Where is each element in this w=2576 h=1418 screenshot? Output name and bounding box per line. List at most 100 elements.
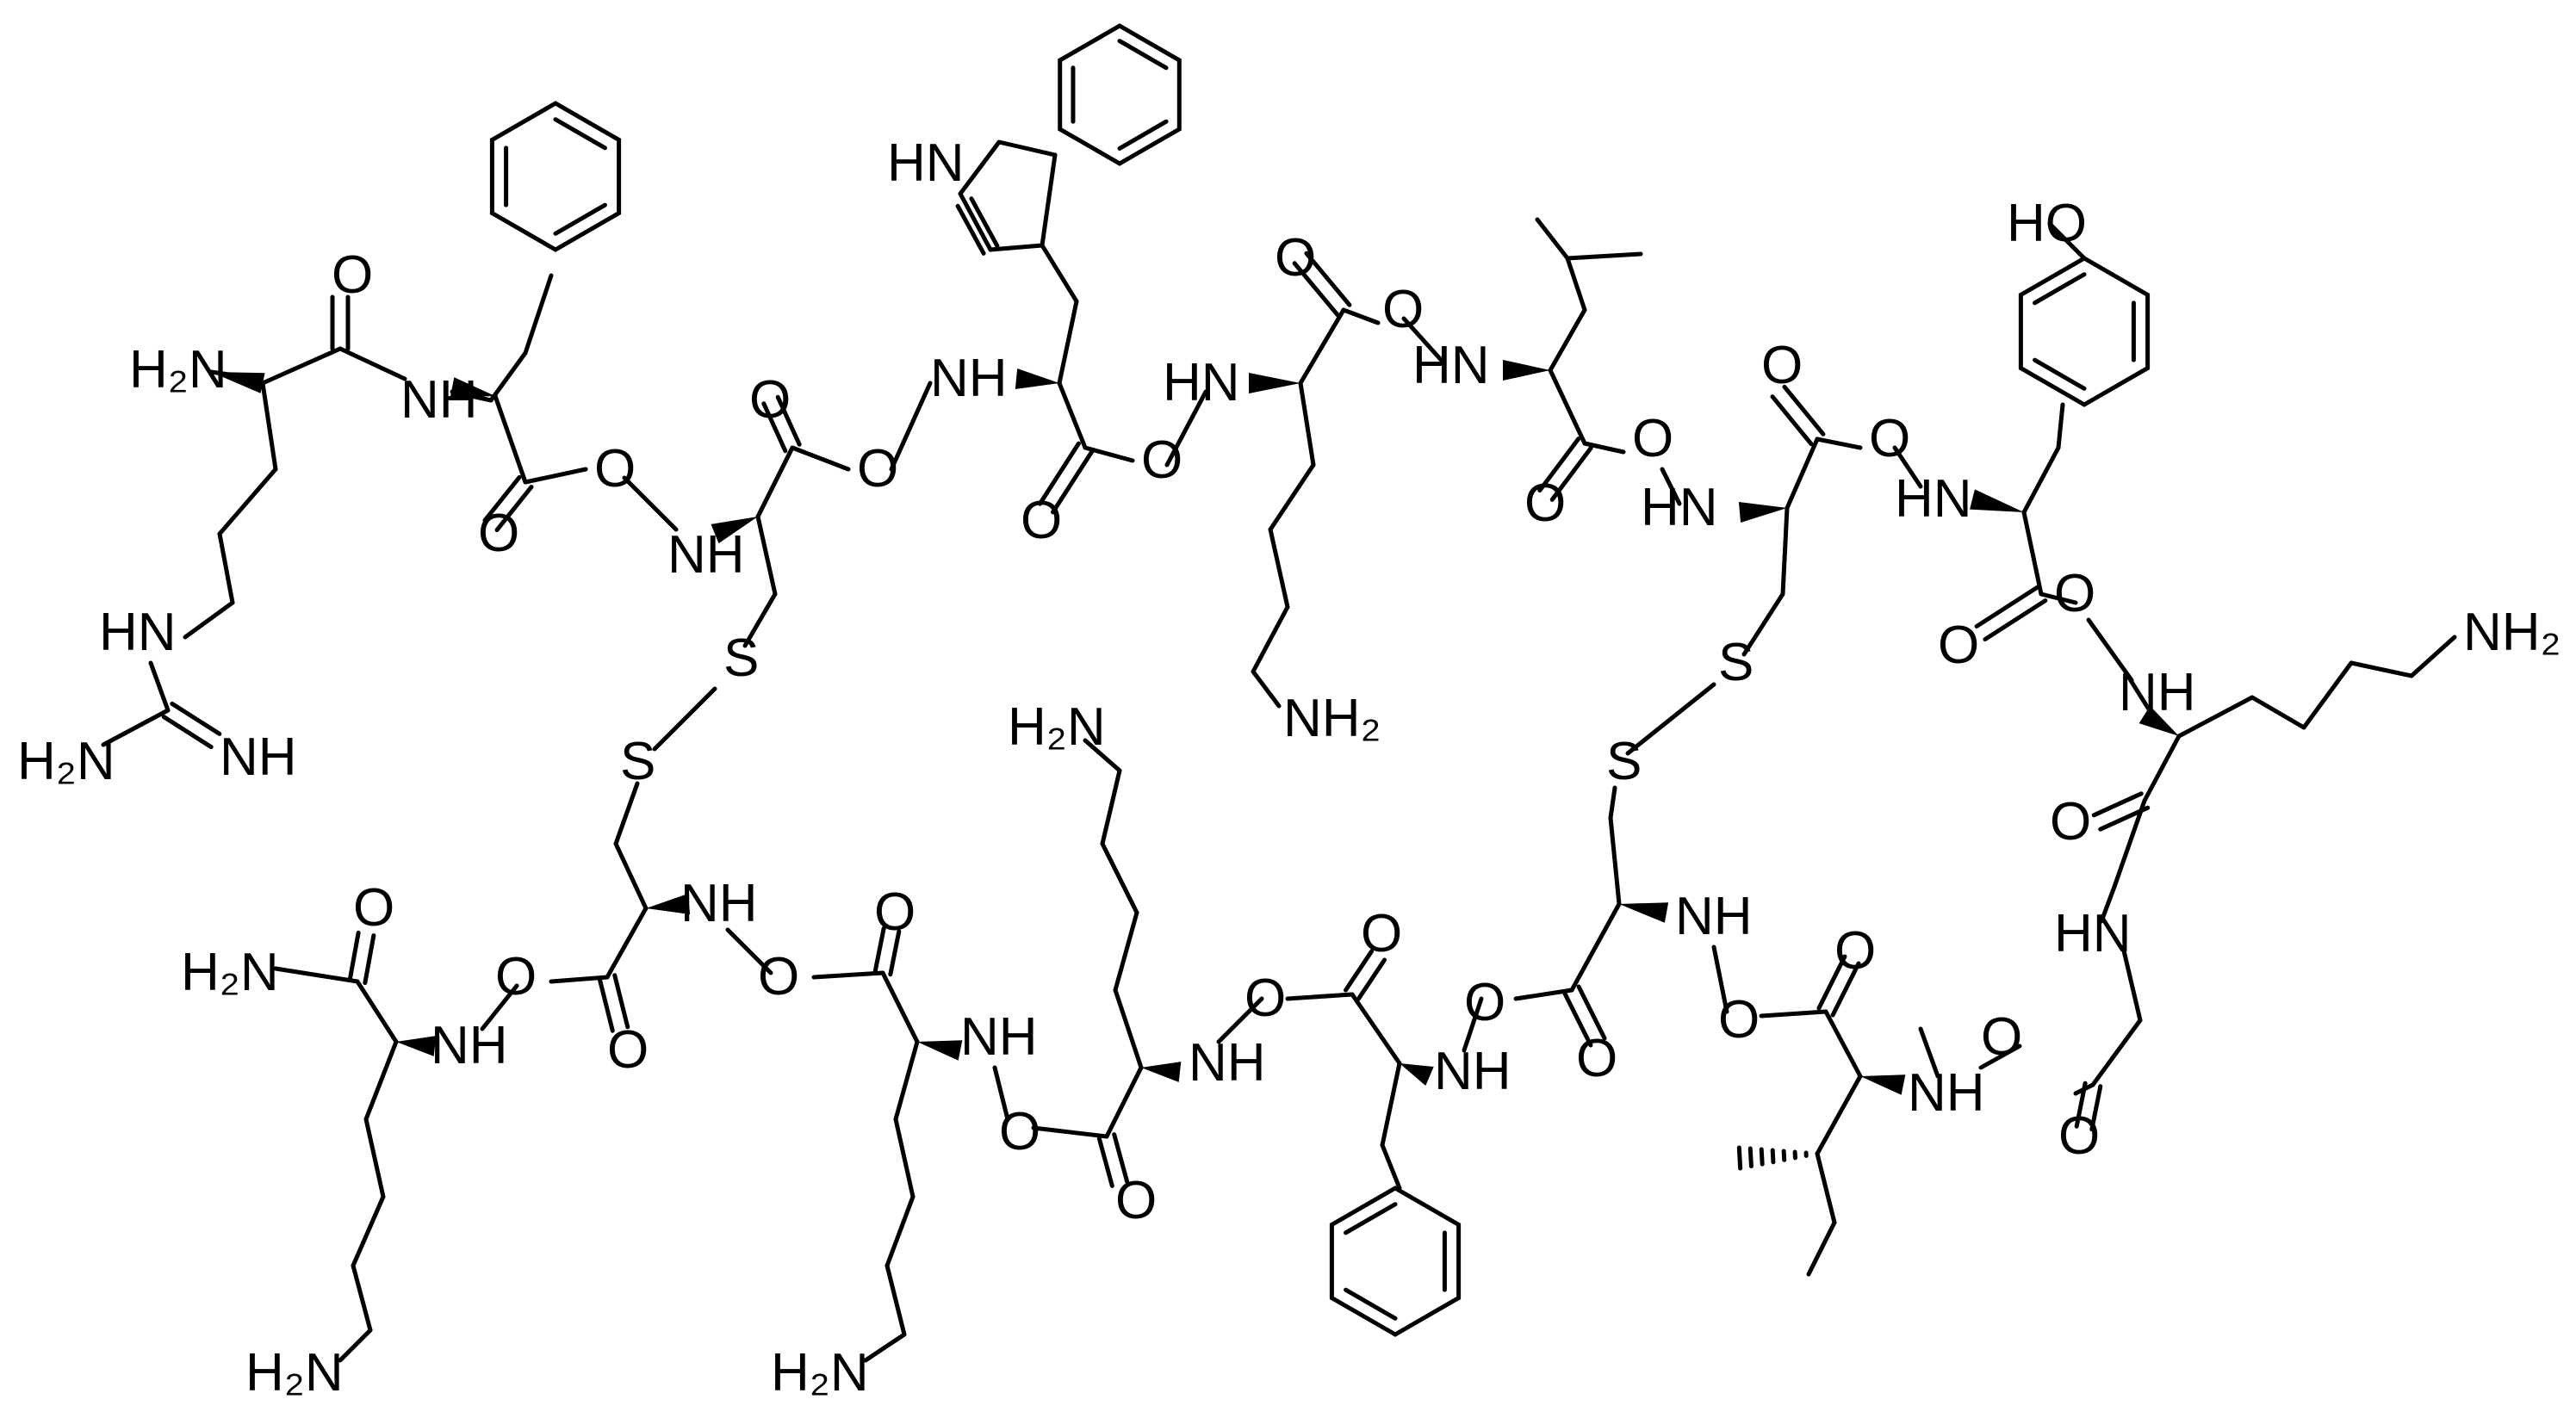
atom-label: NH: [1675, 887, 1753, 946]
double-bond: [888, 929, 902, 977]
single-bond: [1785, 437, 1820, 511]
atom-label: HN: [887, 133, 965, 193]
atom-label: O: [1115, 1171, 1157, 1230]
single-bond: [988, 243, 1045, 252]
single-bond: [1711, 944, 1729, 1014]
single-bond: [351, 1263, 373, 1333]
atom-label: S: [723, 629, 759, 688]
single-bond: [1608, 785, 1617, 820]
atom-label: O: [758, 947, 799, 1006]
atom-label: NH: [930, 349, 1008, 408]
single-bond: [880, 970, 920, 1044]
wedge-bond: [211, 372, 265, 393]
single-bond: [1806, 1220, 1837, 1277]
single-bond: [523, 467, 588, 485]
single-bond: [2021, 510, 2044, 597]
atom-label: O: [1524, 474, 1566, 533]
double-bond: [1770, 394, 1814, 447]
single-bond: [1057, 381, 1088, 450]
atom-label: S: [1606, 732, 1642, 791]
double-bond: [347, 930, 361, 982]
single-bond: [2056, 402, 2065, 450]
wedge-bond: [1860, 1074, 1906, 1095]
atom-label: NH: [1908, 1063, 1985, 1123]
atom-label: O: [1718, 990, 1760, 1050]
single-bond: [260, 346, 343, 386]
single-bond: [148, 660, 171, 713]
atom-label: O: [2050, 792, 2091, 851]
double-bond: [1537, 437, 1581, 493]
single-bond: [1582, 441, 1626, 455]
atom-label: NH: [220, 728, 297, 787]
single-bond: [1341, 307, 1381, 325]
single-bond: [1513, 988, 1574, 1001]
atom-label: O: [332, 245, 373, 305]
single-bond: [217, 531, 235, 605]
atom-label: NH: [667, 525, 745, 585]
single-bond: [1083, 738, 1122, 773]
single-bond: [613, 841, 649, 911]
atom-label: O: [1938, 616, 1979, 675]
atom-label: NH: [400, 370, 478, 430]
double-bond: [1096, 1136, 1114, 1188]
double-bond: [1344, 949, 1375, 993]
double-bond: [2091, 791, 2144, 818]
single-bond: [2142, 734, 2182, 803]
atom-label: HN: [2054, 904, 2132, 963]
single-bond: [1548, 307, 1587, 373]
atom-label: NH: [960, 1007, 1038, 1067]
single-bond: [2301, 660, 2354, 730]
double-bond: [1304, 251, 1352, 307]
single-bond: [2039, 591, 2078, 605]
double-bond: [597, 976, 615, 1033]
atom-label: H₂N: [245, 1343, 344, 1403]
single-bond: [790, 445, 851, 472]
single-bond: [1268, 527, 1290, 610]
single-bond: [1083, 445, 1135, 463]
double-bond: [363, 933, 376, 986]
wedge-bond: [2138, 705, 2179, 736]
single-bond: [260, 381, 278, 472]
double-bond: [1974, 585, 2039, 629]
atom-label: O: [478, 504, 519, 563]
atom-label: O: [594, 439, 636, 498]
hash-bond: [1747, 1146, 1754, 1169]
hash-bond: [1770, 1148, 1776, 1165]
single-bond: [1815, 437, 1863, 450]
single-bond: [338, 1328, 373, 1363]
wedge-bond: [396, 1036, 437, 1056]
single-bond: [450, 389, 493, 403]
double-bond: [1562, 991, 1593, 1048]
atom-label: NH₂: [1283, 689, 1381, 748]
single-bond: [1462, 996, 1484, 1053]
single-bond: [1164, 389, 1208, 468]
hash-bond: [1759, 1147, 1765, 1167]
single-bond: [1565, 251, 1643, 261]
atom-label: O: [1869, 409, 1910, 468]
bond-layer: [101, 39, 2457, 1363]
single-bond: [363, 1117, 386, 1199]
single-bond: [1113, 988, 1144, 1070]
aromatic-bond: [1344, 1202, 1398, 1235]
atom-label: O: [1981, 1007, 2022, 1067]
single-bond: [1918, 1026, 1940, 1079]
double-bond: [1037, 441, 1081, 506]
double-bond: [1112, 1132, 1130, 1185]
single-bond: [811, 970, 885, 980]
single-bond: [2349, 660, 2414, 678]
single-bond: [996, 139, 1058, 158]
single-bond: [183, 600, 235, 640]
single-bond: [1031, 1125, 1109, 1139]
single-bond: [1216, 996, 1264, 1044]
single-bond: [2120, 944, 2143, 1023]
single-bond: [1823, 1009, 1863, 1079]
atom-label: HO: [2007, 194, 2087, 253]
single-bond: [1380, 1061, 1402, 1148]
single-bond: [1535, 217, 1570, 261]
double-bond: [1830, 961, 1861, 1018]
single-bond: [1815, 1151, 1837, 1225]
single-bond: [893, 1117, 916, 1199]
phenyl-ring: [489, 101, 622, 252]
single-bond: [1759, 1009, 1828, 1019]
